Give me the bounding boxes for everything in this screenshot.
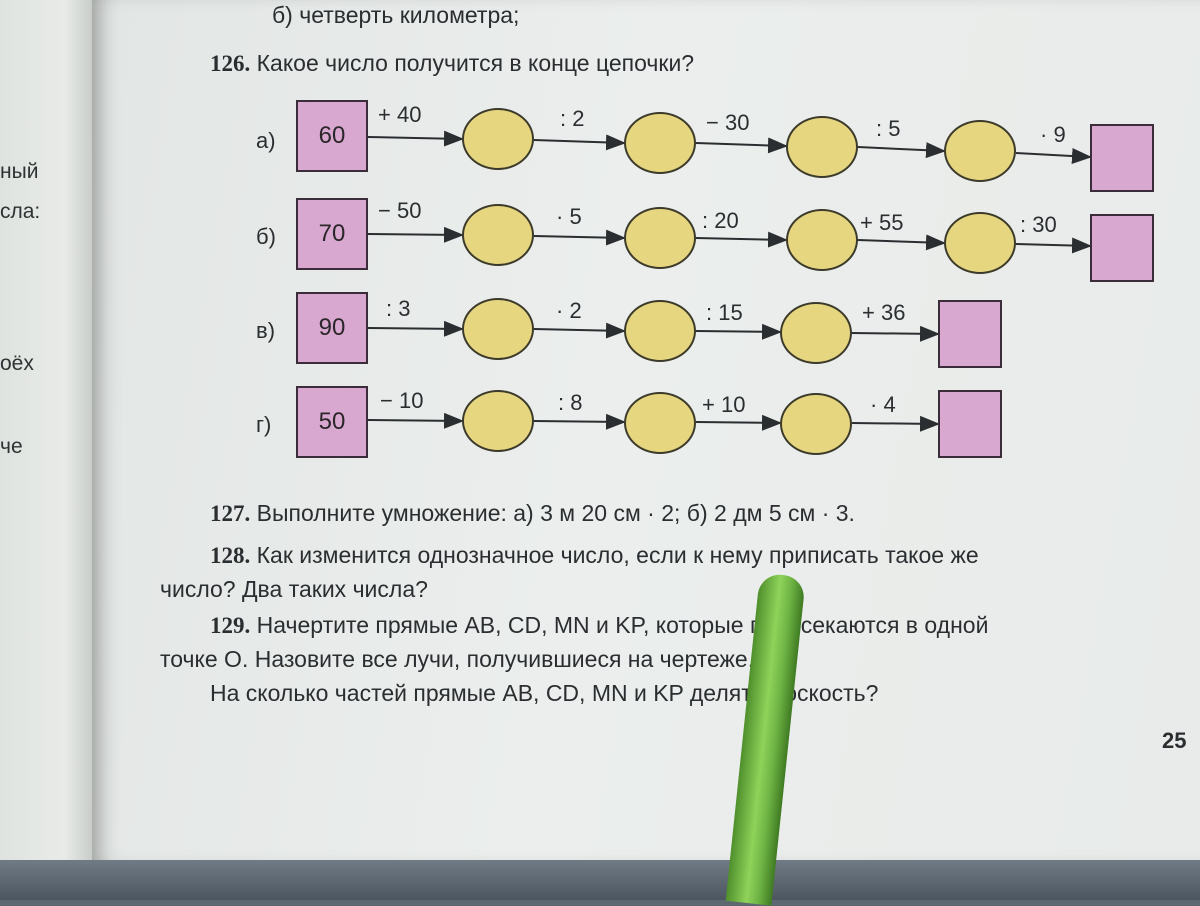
operation-label: + 10 <box>702 392 746 417</box>
book-edge <box>0 860 1200 900</box>
answer-oval <box>786 116 858 178</box>
answer-oval <box>462 390 534 452</box>
arrow <box>851 415 940 432</box>
arrow <box>533 413 626 430</box>
task-text: Выполните умножение: а) 3 м 20 см · 2; б… <box>256 500 855 526</box>
answer-oval <box>786 209 858 271</box>
left-page-fragment: оёх <box>0 352 34 375</box>
left-page: ный сла: оёх че <box>0 0 92 870</box>
arrow <box>533 229 626 246</box>
arrow <box>695 137 788 154</box>
operation-label: · 2 <box>556 298 582 323</box>
top-line: б) четверть километра; <box>272 2 520 28</box>
answer-oval <box>624 112 696 174</box>
answer-oval <box>462 204 534 266</box>
arrow <box>857 142 946 159</box>
row-label: г) <box>256 412 272 437</box>
task-129-line2: точке O. Назовите все лучи, получившиеся… <box>160 646 755 672</box>
arrow <box>533 134 626 151</box>
answer-oval <box>624 207 696 269</box>
operation-label: − 10 <box>380 388 424 413</box>
answer-oval <box>944 120 1016 182</box>
task-number: 129. <box>210 613 251 638</box>
operation-label: − 30 <box>706 110 750 135</box>
task-128-line1: 128. Как изменится однозначное число, ес… <box>210 542 979 569</box>
answer-oval <box>624 392 696 454</box>
row-label: б) <box>256 224 276 249</box>
page-number: 25 <box>1162 728 1187 753</box>
left-page-fragment: ный <box>0 160 39 183</box>
operation-label: − 50 <box>378 198 422 223</box>
result-square <box>1090 124 1154 192</box>
row-label: а) <box>256 128 276 153</box>
operation-label: : 15 <box>706 300 743 325</box>
answer-oval <box>780 302 852 364</box>
left-page-fragment: сла: <box>0 200 41 223</box>
operation-label: + 36 <box>862 300 906 325</box>
operation-label: · 5 <box>556 204 582 229</box>
start-square: 70 <box>296 198 368 270</box>
answer-oval <box>780 393 852 455</box>
start-square: 90 <box>296 292 368 364</box>
arrow <box>367 412 464 429</box>
operation-label: : 3 <box>386 296 411 321</box>
task-128-line2: число? Два таких числа? <box>160 576 428 602</box>
arrow <box>533 322 626 339</box>
task-127: 127. Выполните умножение: а) 3 м 20 см ·… <box>210 500 855 527</box>
result-square <box>938 300 1002 368</box>
task-129-line1: 129. Начертите прямые AB, CD, MN и KP, к… <box>210 612 988 639</box>
result-square <box>938 390 1002 458</box>
answer-oval <box>944 212 1016 274</box>
start-square: 60 <box>296 100 368 172</box>
answer-oval <box>624 300 696 362</box>
operation-label: + 55 <box>860 210 904 235</box>
task-number: 126. <box>210 51 251 76</box>
arrow <box>695 323 782 340</box>
operation-label: : 5 <box>876 116 901 141</box>
task-text: Какое число получится в конце цепочки? <box>256 50 695 76</box>
operation-label: : 2 <box>560 106 585 131</box>
arrow <box>1015 148 1092 165</box>
operation-label: : 20 <box>702 208 739 233</box>
arrow <box>367 226 464 243</box>
arrow <box>857 234 946 251</box>
arrow <box>367 320 464 337</box>
answer-oval <box>462 298 534 360</box>
operation-label: : 8 <box>558 390 583 415</box>
start-square: 50 <box>296 386 368 458</box>
task-text: Как изменится однозначное число, если к … <box>256 542 979 568</box>
operation-label: : 30 <box>1020 212 1057 237</box>
result-square <box>1090 214 1154 282</box>
operation-label: · 4 <box>870 392 896 417</box>
answer-oval <box>462 108 534 170</box>
operation-label: · 9 <box>1040 122 1066 147</box>
arrow <box>695 414 782 431</box>
left-page-fragment: че <box>0 435 23 458</box>
operation-label: + 40 <box>378 102 422 127</box>
task-126: 126. Какое число получится в конце цепоч… <box>210 50 694 77</box>
arrow <box>851 325 940 342</box>
row-label: в) <box>256 318 276 343</box>
arrow <box>367 130 464 147</box>
task-number: 127. <box>210 501 251 526</box>
arrow <box>1015 237 1092 254</box>
task-number: 128. <box>210 543 251 568</box>
arrow <box>695 231 788 248</box>
task-text: Начертите прямые AB, CD, MN и KP, которы… <box>256 612 989 638</box>
